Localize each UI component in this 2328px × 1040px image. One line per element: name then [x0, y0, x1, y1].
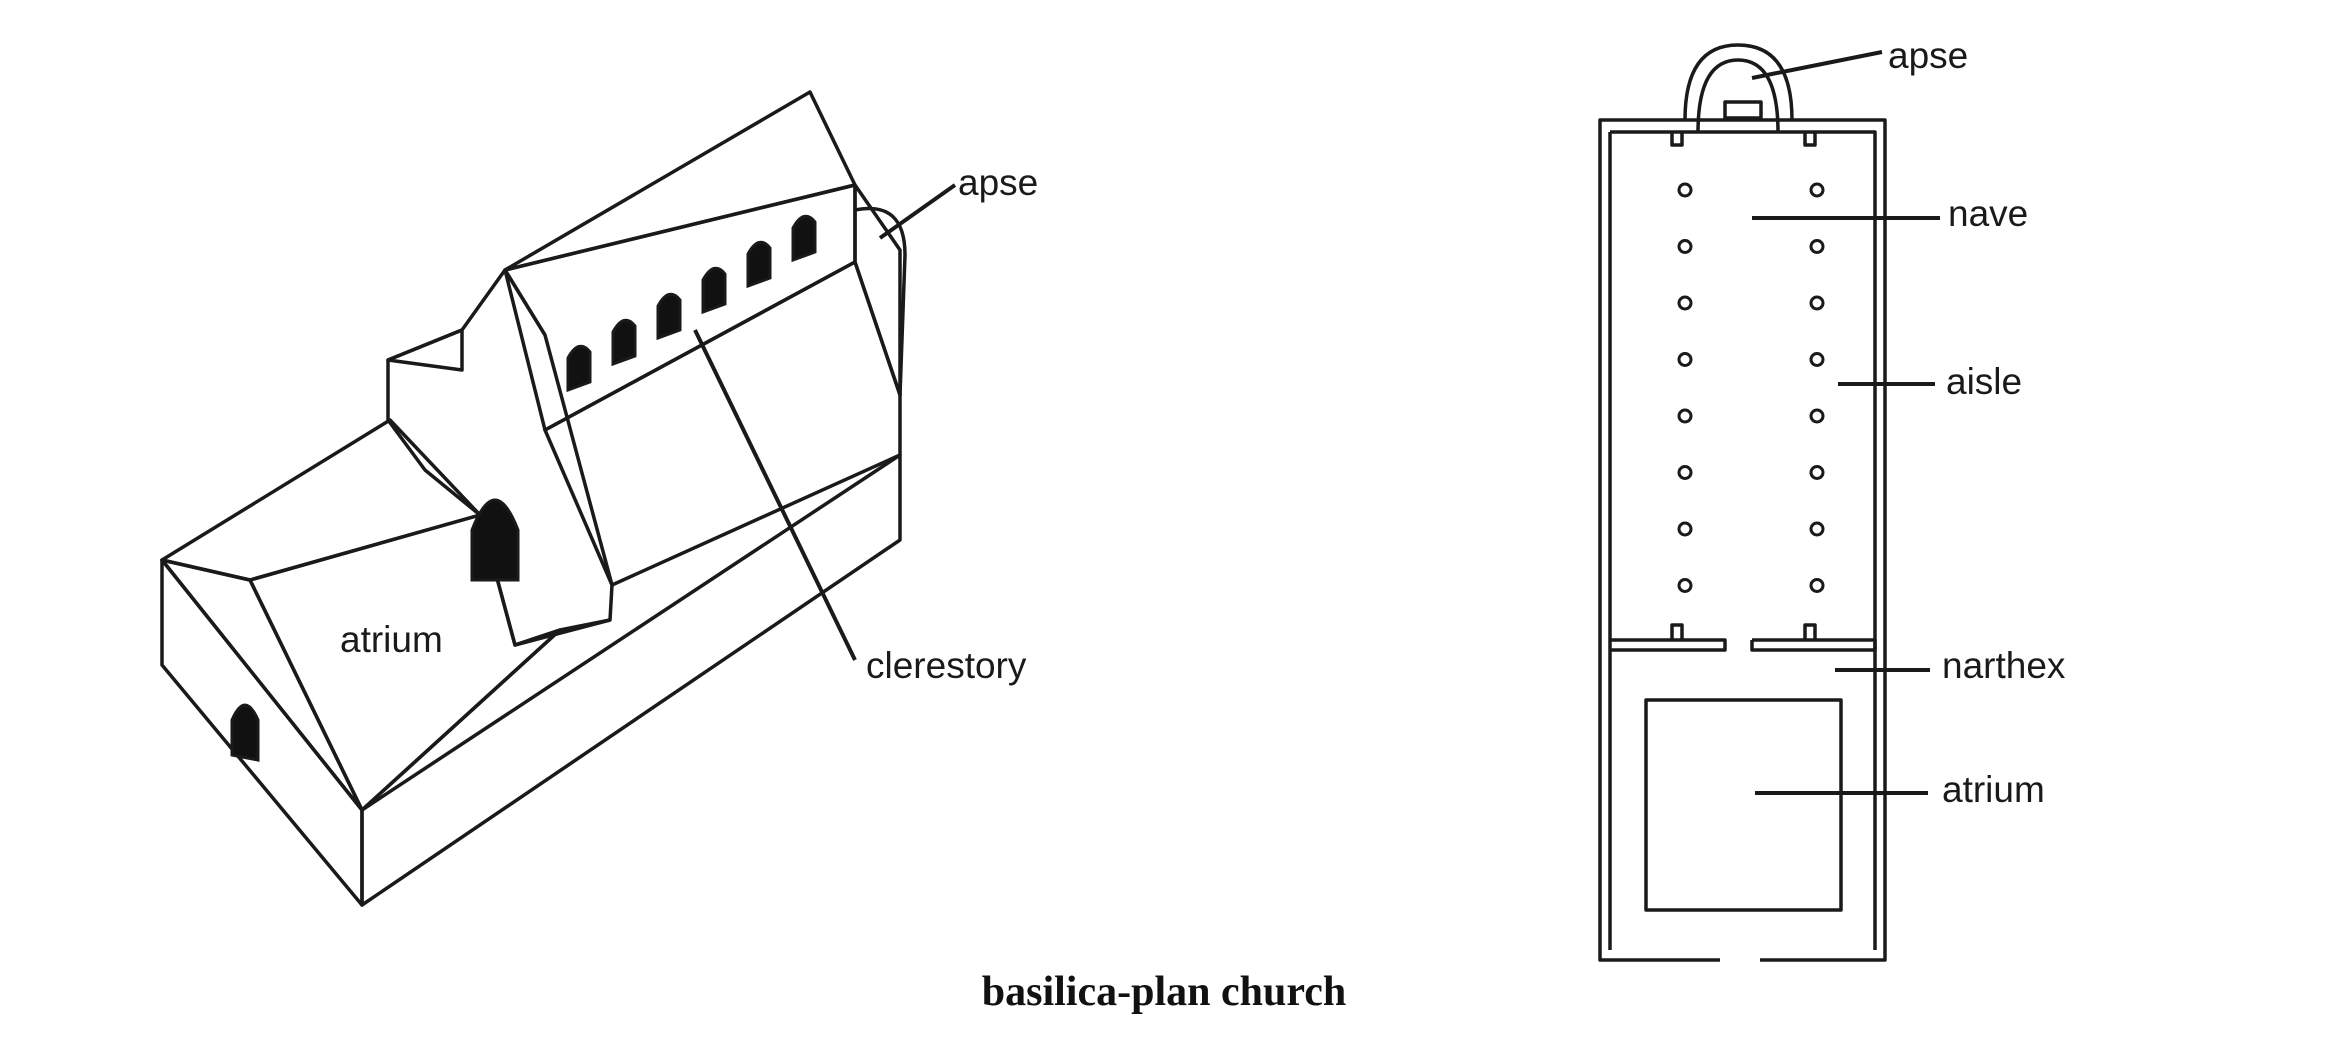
column [1809, 408, 1825, 424]
label-narthex: narthex [1942, 645, 2066, 686]
front-door [230, 703, 260, 762]
column [1677, 578, 1693, 593]
column [1677, 239, 1693, 254]
label-aisle: aisle [1946, 361, 2022, 402]
apse-isometric [854, 206, 907, 396]
column [1809, 295, 1825, 311]
apse-plan [1683, 43, 1794, 121]
column [1809, 182, 1825, 198]
clerestory-window [566, 344, 592, 393]
column [1677, 182, 1693, 198]
column [1809, 465, 1825, 480]
label-apse-iso: apse [958, 162, 1038, 203]
label-nave: nave [1948, 193, 2028, 234]
nave-block [503, 90, 907, 587]
clerestory-window [656, 292, 682, 341]
clerestory-windows [566, 214, 817, 393]
plan-view: apse nave aisle narthex atrium [1600, 0, 2066, 962]
plan-columns [1677, 182, 1825, 593]
label-atrium-plan: atrium [1942, 769, 2045, 810]
clerestory-window [791, 214, 817, 263]
leader-apse-iso [878, 183, 957, 240]
label-apse-plan: apse [1888, 35, 1968, 76]
column [1809, 578, 1825, 593]
column [1809, 521, 1825, 537]
isometric-view: apse atrium clerestory [160, 90, 1038, 907]
altar [1723, 100, 1763, 120]
clerestory-window [611, 318, 637, 367]
narthex-block [386, 268, 614, 647]
column [1677, 352, 1693, 367]
atrium-plan [1644, 698, 1843, 912]
column [1809, 239, 1825, 254]
clerestory-window [746, 240, 772, 289]
leader-apse-plan [1751, 50, 1883, 80]
column [1677, 408, 1693, 424]
label-atrium-iso: atrium [340, 619, 443, 660]
label-clerestory: clerestory [866, 645, 1027, 686]
column [1809, 352, 1825, 367]
column [1677, 465, 1693, 480]
leader-clerestory [693, 329, 857, 661]
column [1677, 295, 1693, 311]
clerestory-window [701, 266, 727, 315]
caption: basilica-plan church [982, 969, 1346, 1015]
narthex-door [470, 498, 520, 582]
atrium-block [160, 418, 902, 907]
column [1677, 521, 1693, 537]
